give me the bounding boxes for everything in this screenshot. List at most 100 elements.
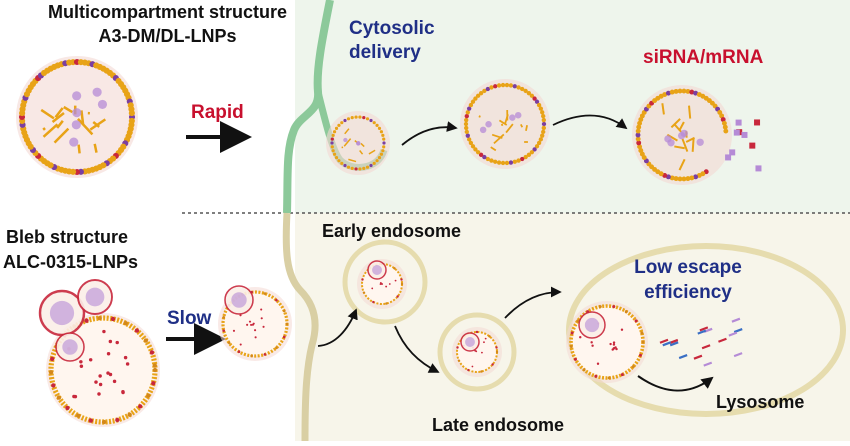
bleb-lnp-large-lipid <box>124 321 128 325</box>
multicompartment-lnp-fusing-lipid <box>337 124 340 127</box>
bottom-title-line2: ALC-0315-LNPs <box>3 253 138 272</box>
bleb-lnp-lysosome-lipid <box>608 376 611 379</box>
bleb-lnp-late-lipid <box>496 351 498 353</box>
bleb-lnp-large-lipid <box>49 370 53 374</box>
bleb-lnp-membrane-lipid <box>222 316 225 319</box>
bottom-title-line1: Bleb structure <box>6 228 128 247</box>
bleb-lnp-membrane-lipid <box>275 299 278 302</box>
bleb-lnp-lysosome-lipid <box>639 354 642 357</box>
bleb-lnp-late-lipid <box>480 370 482 372</box>
multicompartment-lnp-fusing-lipid <box>330 141 333 144</box>
bleb-lnp-large-core-dot <box>115 341 118 344</box>
bleb-lnp-late-core-dot <box>472 366 474 368</box>
bleb-lnp-membrane-core-dot <box>260 308 262 310</box>
bleb-compartment-early-cargo <box>372 265 382 275</box>
multicompartment-lnp-cytosol-cargo <box>485 121 492 128</box>
bleb-lnp-membrane-lipid <box>264 353 267 356</box>
bleb-lnp-membrane-core-dot <box>249 321 251 323</box>
multicompartment-lnp-cytosol-cargo <box>509 114 516 121</box>
multicompartment-lnp-large-inner-lamella <box>43 128 45 130</box>
multicompartment-lnp-cytosol-lipid <box>501 161 505 165</box>
released-rna-fragment <box>729 149 735 155</box>
multicompartment-lnp-large-lipid <box>129 110 135 116</box>
bleb-compartment-1-cargo <box>50 301 74 325</box>
bleb-lnp-lysosome-lipid <box>574 358 577 361</box>
bleb-lnp-large-lipid <box>153 368 157 372</box>
multicompartment-lnp-fusing-lipid <box>333 130 336 133</box>
top-title-line2: A3-DM/DL-LNPs <box>0 27 335 46</box>
bleb-lnp-early-lipid <box>400 278 402 280</box>
bleb-compartment-3-cargo <box>62 339 77 354</box>
bleb-lnp-early-lipid <box>396 295 398 297</box>
bleb-lnp-large-lipid <box>65 406 69 410</box>
released-rna-fragment <box>736 120 742 126</box>
multicompartment-lnp-cytosol-lipid <box>464 122 468 126</box>
bleb-lnp-lysosome-core-dot <box>613 347 615 349</box>
lysosome-label: Lysosome <box>716 393 804 412</box>
multicompartment-lnp-cytosol-lipid <box>509 160 513 164</box>
bleb-lnp-late-lipid <box>458 359 460 361</box>
bleb-lnp-membrane-lipid <box>228 341 231 344</box>
bleb-lnp-lysosome-lipid <box>594 375 597 378</box>
multicompartment-lnp-cytosol-inner-lamella <box>479 116 480 118</box>
bleb-lnp-early-core-dot <box>371 288 373 290</box>
bleb-lnp-large-lipid <box>115 418 119 422</box>
multicompartment-lnp-fusing-lipid <box>335 156 338 159</box>
bleb-lnp-large-lipid <box>151 381 155 385</box>
multicompartment-lnp-fusing-lipid <box>373 162 376 165</box>
bleb-lnp-membrane-lipid <box>275 346 278 349</box>
bleb-lnp-large-lipid <box>76 414 80 418</box>
bleb-lnp-membrane-lipid <box>286 323 289 326</box>
bleb-lnp-lysosome-core-dot <box>615 348 617 350</box>
multicompartment-lnp-large-cargo <box>69 138 78 147</box>
bleb-compartment-membrane-cargo <box>231 292 246 307</box>
bleb-compartment-2 <box>78 280 112 314</box>
multicompartment-lnp-fusing-cargo <box>343 138 347 142</box>
bleb-lnp-lysosome-lipid <box>640 332 643 335</box>
multicompartment-lnp-large-cargo <box>72 91 81 100</box>
multicompartment-lnp-cytosol-lipid <box>466 134 470 138</box>
bleb-lnp-large-core-dot <box>97 392 100 395</box>
multicompartment-lnp-fusing-lipid <box>382 138 385 141</box>
multicompartment-lnp-fusing-lipid <box>343 119 346 122</box>
multicompartment-lnp-cytosol-lipid <box>466 110 470 114</box>
multicompartment-lnp-fusing-lipid <box>351 116 354 119</box>
late-endosome-label: Late endosome <box>432 416 564 435</box>
multicompartment-lnp-cytosol-lipid <box>513 160 517 164</box>
released-rna-fragment <box>754 119 760 125</box>
bleb-lnp-large-lipid <box>111 317 115 321</box>
multicompartment-lnp-cytosol-lipid <box>542 126 546 130</box>
bleb-lnp-large-core-dot <box>121 390 124 393</box>
multicompartment-lnp-large-inner-lamella <box>81 110 83 124</box>
multicompartment-lnp-fusing-lipid <box>343 164 346 167</box>
multicompartment-lnp-fusing-lipid <box>382 141 385 144</box>
bleb-lnp-membrane-core-dot <box>262 326 264 328</box>
bleb-lnp-large-core-dot <box>109 340 112 343</box>
multicompartment-lnp-fusing-lipid <box>362 116 365 119</box>
bleb-lnp-large-lipid <box>138 404 142 408</box>
multicompartment-lnp-fusing-lipid <box>375 124 378 127</box>
multicompartment-lnp-cytosol-lipid <box>509 83 513 87</box>
multicompartment-lnp-releasing-lipid <box>723 129 728 134</box>
multicompartment-lnp-large-cargo <box>72 108 81 117</box>
multicompartment-lnp-cytosol-cargo <box>515 112 522 119</box>
bleb-lnp-large-lipid <box>153 363 157 367</box>
multicompartment-lnp-cytosol-lipid <box>464 126 468 130</box>
bleb-lnp-lysosome-lipid <box>625 310 628 313</box>
bleb-lnp-late-core-dot <box>483 341 485 343</box>
released-rna-fragment <box>755 165 761 171</box>
bleb-lnp-lysosome-lipid <box>599 305 602 308</box>
multicompartment-lnp-fusing-lipid <box>333 153 336 156</box>
multicompartment-lnp-fusing-lipid <box>375 159 378 162</box>
sirna-mrna-label: siRNA/mRNA <box>643 48 763 68</box>
bleb-compartment-late <box>461 333 479 351</box>
bleb-lnp-late-lipid <box>491 363 493 365</box>
bleb-lnp-late-lipid <box>495 346 497 348</box>
bleb-lnp-lysosome-core-dot <box>590 341 592 343</box>
bleb-lnp-large-core-dot <box>80 365 83 368</box>
bleb-lnp-late-core-dot <box>481 352 483 354</box>
bleb-lnp-late-lipid <box>476 331 478 333</box>
multicompartment-lnp-fusing-lipid <box>332 134 335 137</box>
multicompartment-lnp-cytosol <box>460 79 550 169</box>
multicompartment-lnp-cytosol-lipid <box>497 83 501 87</box>
